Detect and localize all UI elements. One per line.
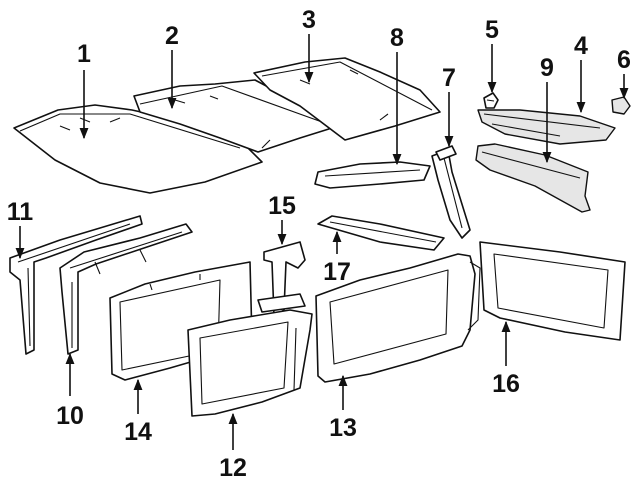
- callout-6: 6: [617, 46, 631, 74]
- part-7-pillar-trim: [431, 145, 471, 239]
- part-11-front-pillar-trim: [9, 215, 143, 355]
- callout-10: 10: [56, 402, 84, 430]
- callout-16: 16: [492, 370, 520, 398]
- part-9-header-trim: [475, 143, 591, 213]
- part-16-rear-door-panel: [479, 241, 626, 341]
- part-2-headliner-panel: [133, 79, 333, 153]
- callout-3: 3: [302, 6, 316, 34]
- part-6-visor-bracket: [611, 96, 631, 115]
- part-15-quarter-pillar: [257, 241, 306, 317]
- part-5-visor-clip: [483, 92, 499, 109]
- callout-2: 2: [165, 22, 179, 50]
- part-10-center-pillar-trim: [59, 223, 193, 355]
- callout-14: 14: [124, 418, 152, 446]
- part-17-trim-strip: [317, 215, 445, 251]
- callout-12: 12: [219, 454, 247, 482]
- callout-15: 15: [268, 192, 296, 220]
- callout-17: 17: [323, 258, 351, 286]
- callout-7: 7: [442, 64, 456, 92]
- part-8-roof-trim: [314, 161, 431, 189]
- callout-8: 8: [390, 24, 404, 52]
- callout-13: 13: [329, 414, 357, 442]
- part-13-rear-quarter-panel: [315, 253, 481, 383]
- callout-5: 5: [485, 16, 499, 44]
- callout-11: 11: [7, 198, 34, 226]
- callout-9: 9: [540, 54, 554, 82]
- callout-1: 1: [77, 40, 91, 68]
- callout-labels: 1 2 3 4 5 6 7 8 9 10 11 12 13 14 15 16 1…: [7, 6, 631, 482]
- callout-4: 4: [574, 32, 588, 60]
- part-12-window-trim-panel: [187, 309, 313, 417]
- leader-lines: [15, 34, 629, 450]
